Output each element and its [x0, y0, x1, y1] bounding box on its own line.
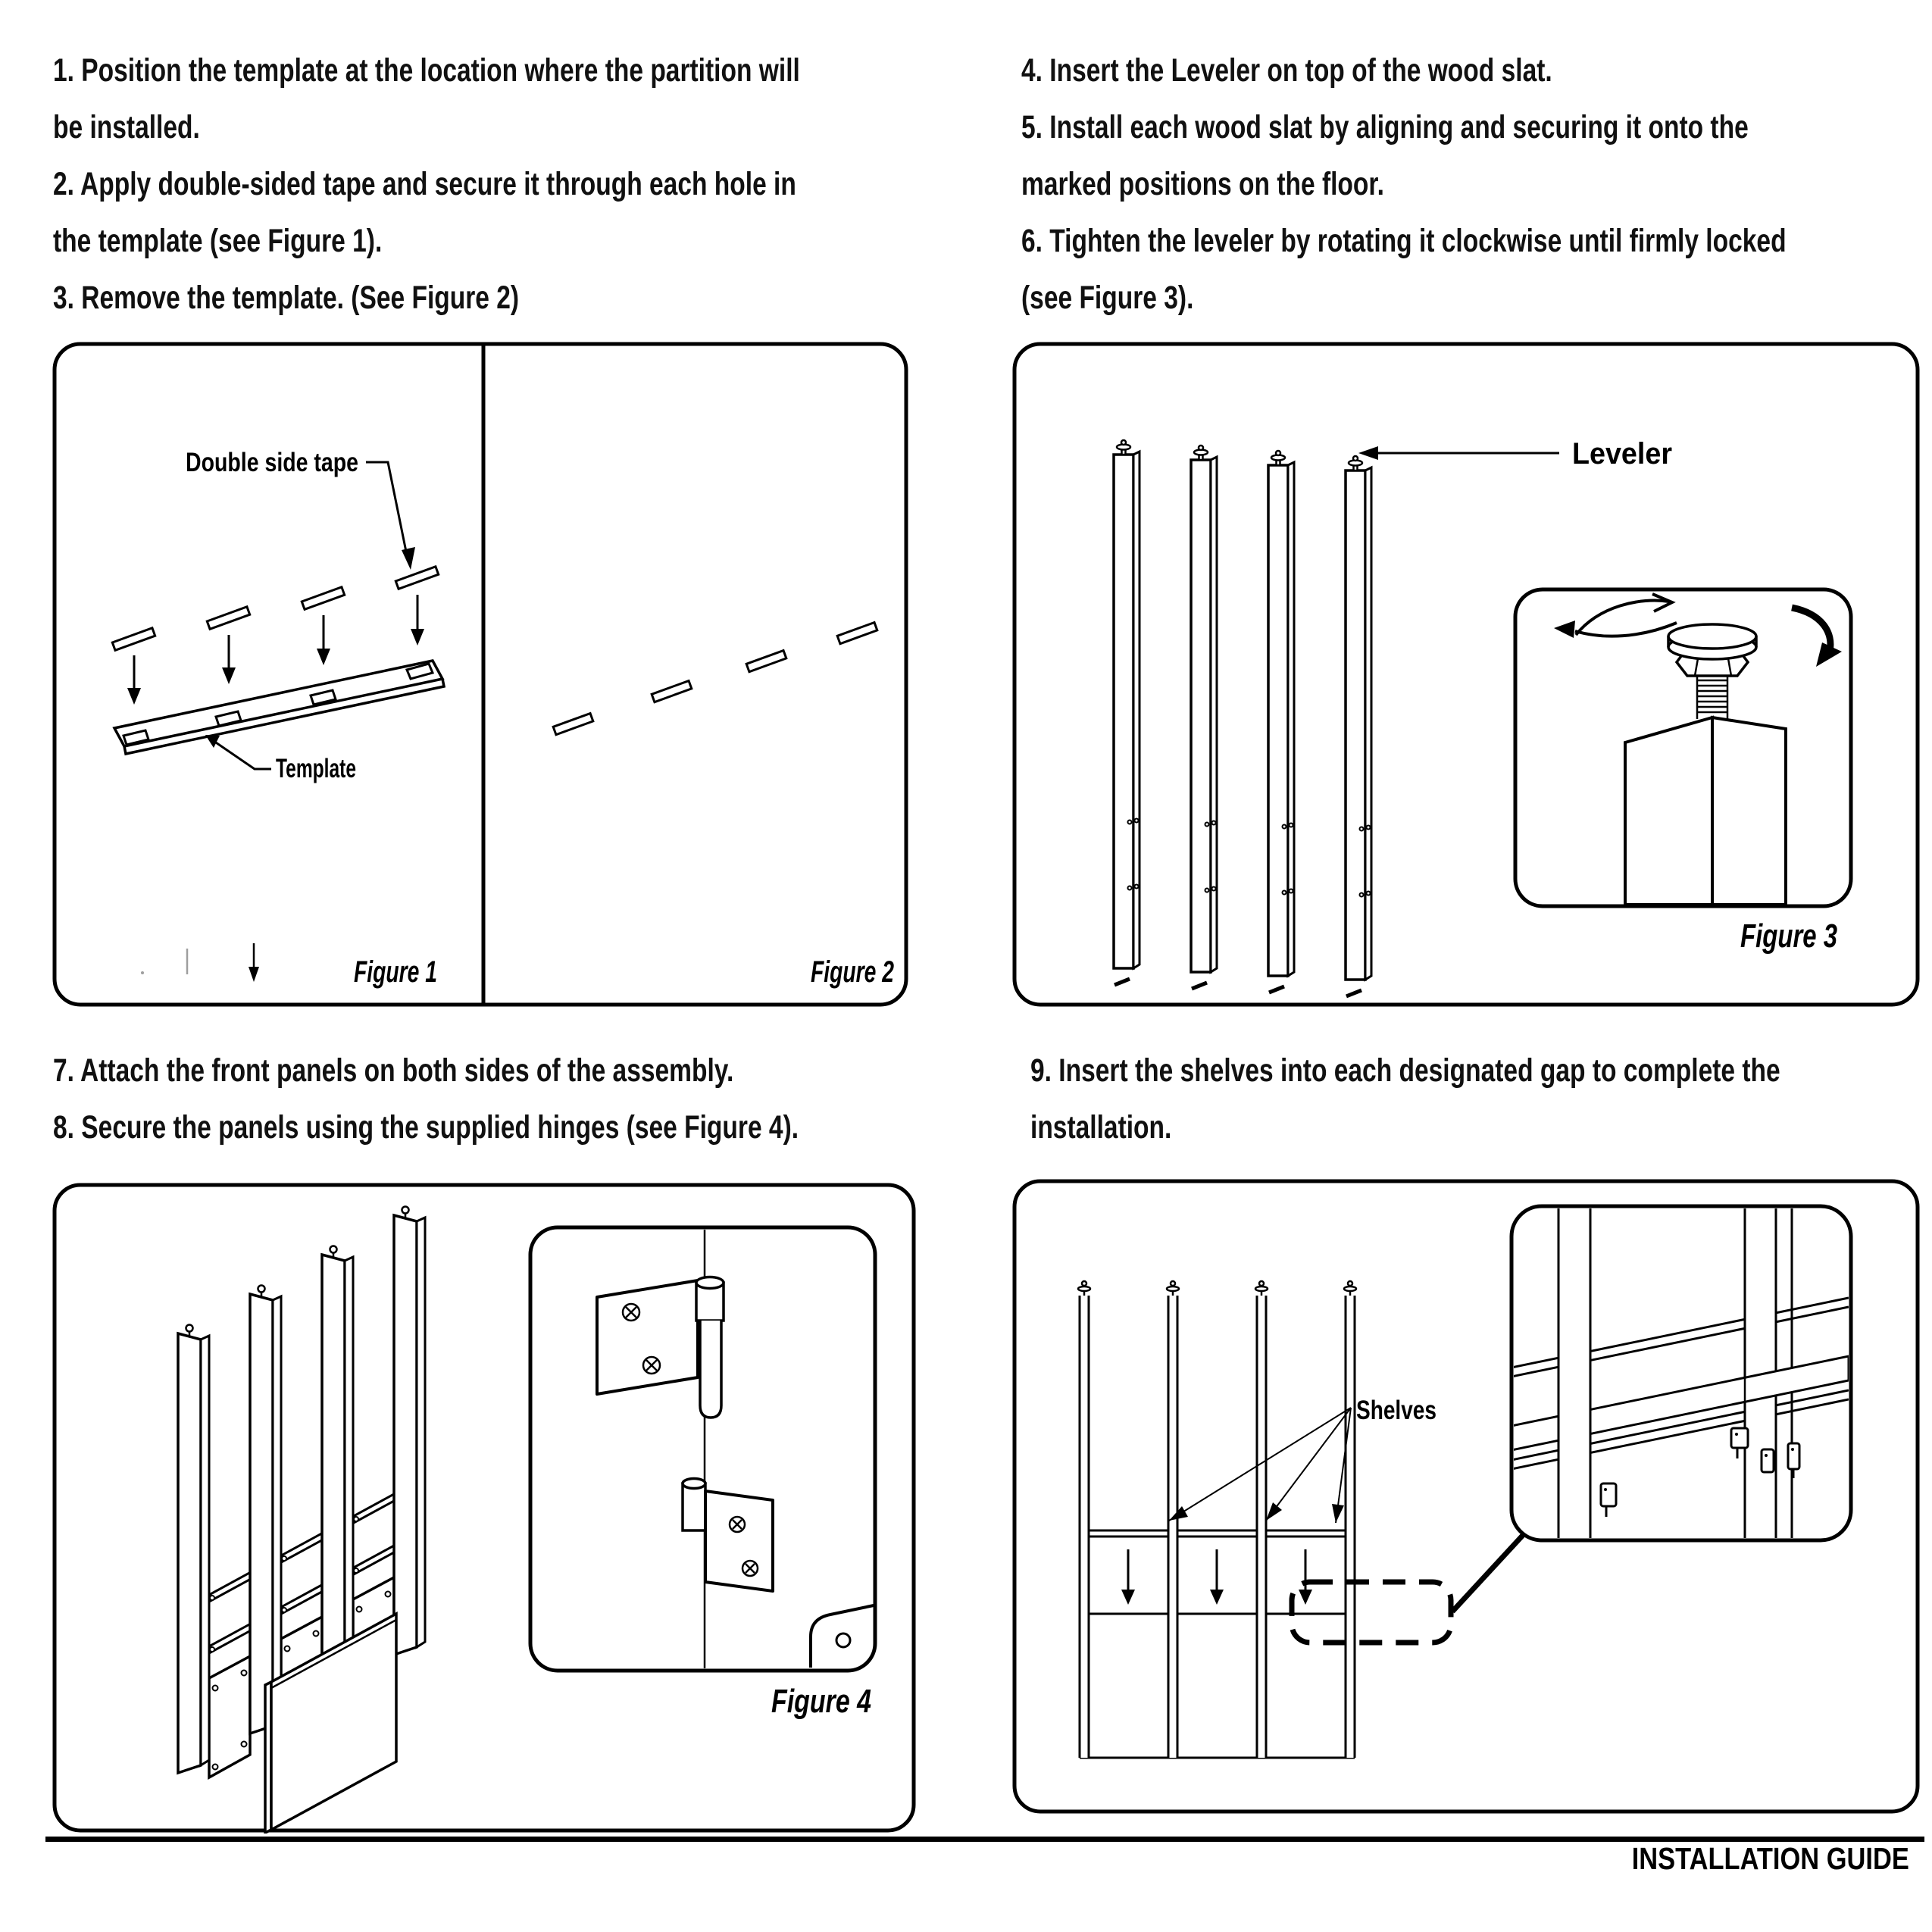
assembly-rails: [208, 1493, 395, 1655]
shelf-clips: [1599, 1427, 1801, 1517]
step-line: the template (see Figure 1).: [53, 223, 383, 259]
figure2-caption: Figure 2: [811, 955, 894, 989]
leveler-label: Leveler: [1572, 437, 1672, 470]
hinge-screws: [621, 1302, 661, 1375]
rail-screws: [209, 1516, 359, 1652]
step-9-text: 9. Insert the shelves into each designat…: [1030, 1043, 1932, 1156]
footer-title: INSTALLATION GUIDE: [1631, 1841, 1909, 1876]
figure-1-2-border: [52, 342, 908, 1007]
template-label: Template: [276, 754, 356, 783]
rotate-arrow-icons: [1554, 592, 1842, 667]
step-line: 1. Position the template at the location…: [53, 52, 800, 89]
figure3-caption: Figure 3: [1740, 918, 1837, 955]
wood-slat: [1112, 439, 1141, 987]
figure3-inset: [1513, 587, 1853, 908]
faint-marks: [141, 943, 259, 982]
figure4-inset: [528, 1225, 877, 1673]
assembly-slat: [177, 1324, 211, 1775]
down-arrow-icons: [127, 595, 424, 705]
footer-divider: [45, 1837, 1924, 1842]
partition-post: [1343, 1280, 1358, 1758]
assembly-slat: [249, 1284, 283, 1736]
template-leader-arrow: [205, 735, 271, 771]
wood-slat: [1344, 455, 1373, 999]
shelves-panel: Shelves: [1012, 1179, 1920, 1814]
large-front-panel: [264, 1612, 398, 1834]
shelves-border: [1012, 1179, 1920, 1814]
partition-post: [1077, 1280, 1092, 1758]
partition-posts: [1077, 1280, 1358, 1758]
step-line: 4. Insert the Leveler on top of the wood…: [1021, 52, 1552, 89]
wood-slat: [1190, 444, 1218, 991]
shelves-leader-arrows: [1168, 1407, 1352, 1524]
wood-slat: [1267, 449, 1296, 995]
shelves-label: Shelves: [1356, 1396, 1436, 1425]
step-line: 2. Apply double-sided tape and secure it…: [53, 166, 796, 202]
step-line: 9. Insert the shelves into each designat…: [1030, 1052, 1780, 1089]
assembly-slat: [320, 1245, 355, 1696]
step-line: (see Figure 3).: [1021, 280, 1194, 316]
tape-leader-arrow: [366, 461, 415, 570]
step-line: 8. Secure the panels using the supplied …: [53, 1109, 799, 1146]
partition-lines: [1080, 1529, 1355, 1759]
double-side-tape-label: Double side tape: [186, 448, 358, 477]
figure-4-border: [52, 1183, 916, 1833]
step-line: marked positions on the floor.: [1021, 166, 1384, 202]
figure-1-2-panel: Double side tape Template: [52, 342, 908, 1007]
steps-1-3-text: 1. Position the template at the location…: [53, 42, 1011, 327]
steps-7-8-text: 7. Attach the front panels on both sides…: [53, 1043, 1009, 1156]
hinge-screws: [728, 1515, 759, 1577]
template-drawing: [112, 659, 446, 756]
figure1-caption: Figure 1: [354, 955, 437, 989]
figure2-tape-pieces: [552, 621, 879, 736]
step-line: 7. Attach the front panels on both sides…: [53, 1052, 734, 1089]
detail-connector-line: [1450, 1530, 1527, 1614]
step-line: installation.: [1030, 1109, 1172, 1146]
partition-post: [1165, 1280, 1180, 1758]
figure-4-panel: Figure 4: [52, 1183, 916, 1834]
steps-4-6-text: 4. Insert the Leveler on top of the wood…: [1021, 42, 1932, 327]
assembly-slat: [392, 1205, 427, 1657]
figure-3-panel: Leveler: [1012, 342, 1920, 1007]
wood-slats: [1112, 439, 1373, 999]
shelves-inset: [1509, 1204, 1853, 1543]
step-line: be installed.: [53, 109, 200, 145]
figure-3-border: [1012, 342, 1920, 1007]
tape-pieces: [111, 564, 440, 652]
step-line: 3. Remove the template. (See Figure 2): [53, 280, 520, 316]
step-line: 6. Tighten the leveler by rotating it cl…: [1021, 223, 1787, 259]
leveler-arrowhead: [1358, 446, 1378, 460]
figure4-caption: Figure 4: [771, 1683, 871, 1720]
insert-arrow-icons: [1121, 1549, 1312, 1605]
step-line: 5. Install each wood slat by aligning an…: [1021, 109, 1749, 145]
detail-highlight-box: [1289, 1579, 1454, 1646]
partition-post: [1254, 1280, 1269, 1758]
